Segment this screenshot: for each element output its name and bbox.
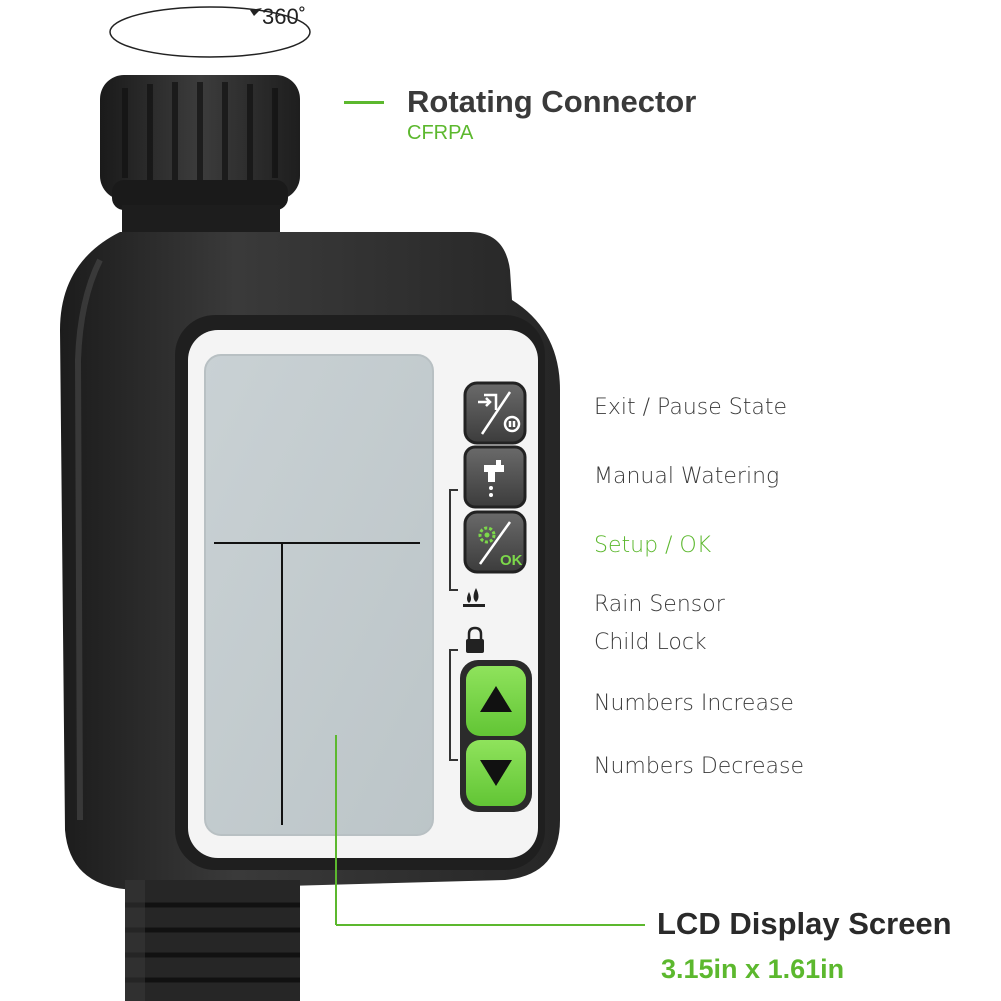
rain-drop-icon — [463, 588, 485, 607]
arrow-down-icon — [480, 760, 512, 786]
lcd-title: LCD Display Screen — [657, 906, 952, 941]
gear-ok-icon: OK — [478, 521, 523, 569]
svg-text:OK: OK — [500, 552, 523, 569]
connector-leader-dash — [344, 101, 384, 104]
rotating-connector — [100, 75, 300, 245]
label-rain-sensor: Rain Sensor — [594, 592, 725, 617]
label-numbers-increase: Numbers Increase — [594, 691, 794, 716]
rotation-label: 360˚ — [262, 4, 307, 29]
connector-subtitle: CFRPA — [407, 122, 474, 144]
lcd-size: 3.15in x 1.61in — [661, 954, 845, 984]
label-manual-watering: Manual Watering — [594, 464, 780, 489]
label-child-lock: Child Lock — [594, 630, 707, 655]
lcd-dimension-marker — [214, 542, 420, 825]
bottom-threaded-outlet — [125, 880, 300, 1001]
connector-title: Rotating Connector — [407, 84, 697, 119]
exit-pause-icon — [478, 391, 521, 435]
arrow-up-icon — [480, 686, 512, 712]
label-exit-pause: Exit / Pause State — [594, 395, 787, 420]
lock-icon — [466, 626, 484, 653]
label-setup-ok: Setup / OK — [594, 533, 712, 558]
rotation-arrow-icon — [109, 6, 311, 58]
lcd-leader-line — [335, 735, 645, 926]
label-numbers-decrease: Numbers Decrease — [594, 754, 804, 779]
lcd-screen — [204, 354, 434, 836]
faucet-icon — [484, 460, 504, 497]
